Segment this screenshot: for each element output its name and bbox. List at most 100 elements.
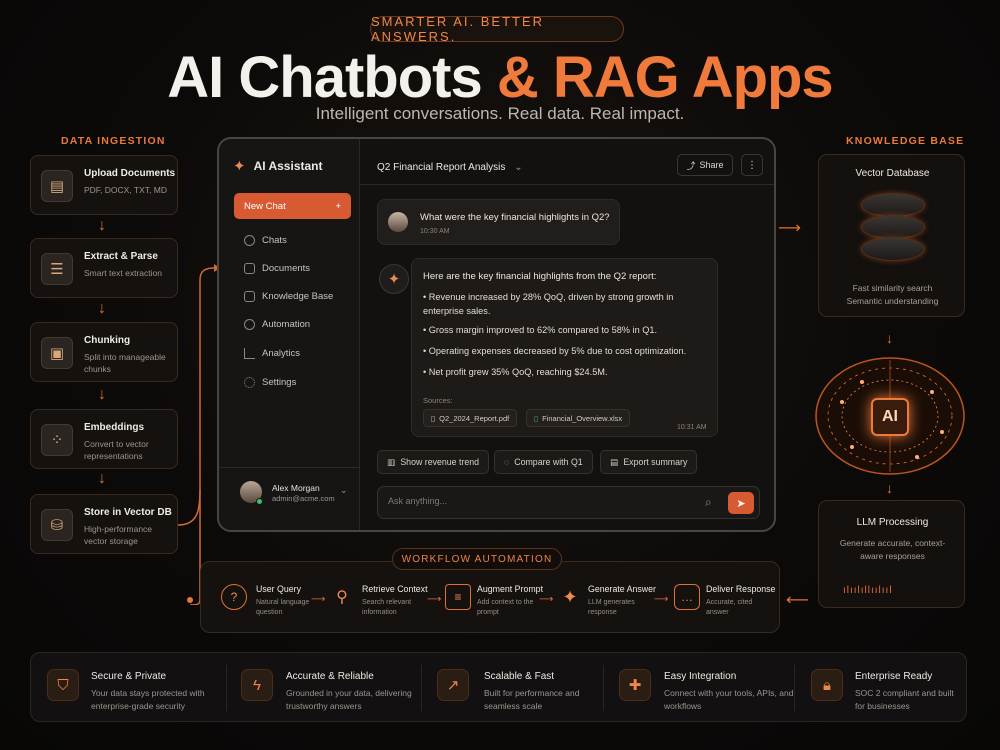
- divider: [421, 665, 422, 711]
- puzzle-icon: ✚: [619, 669, 651, 701]
- arrow-down-icon: ↓: [886, 480, 893, 496]
- kb-feature: Semantic understanding: [846, 296, 939, 306]
- arrow-down-icon: ↓: [98, 470, 106, 487]
- ingestion-label: DATA INGESTION: [61, 135, 166, 147]
- send-button[interactable]: ➤: [728, 492, 754, 514]
- feature-sub: Your data stays protected with enterpris…: [91, 688, 205, 711]
- suggestion-label: Export summary: [623, 457, 688, 467]
- bullet-text: Operating expenses decreased by 5% due t…: [428, 346, 687, 356]
- bullet-text: Gross margin improved to 62% compared to…: [428, 325, 658, 335]
- arrow-right-icon: ⟶: [778, 220, 801, 237]
- features-bar: ⛉ Secure & Private Your data stays prote…: [30, 652, 967, 722]
- more-options-button[interactable]: ⋮: [741, 154, 763, 176]
- document-icon: ▤: [610, 456, 619, 467]
- ai-brain-illustration: AI: [812, 352, 968, 484]
- send-icon: ➤: [736, 497, 746, 510]
- source-name: Financial_Overview.xlsx: [542, 413, 623, 423]
- sidebar-item-label: Knowledge Base: [262, 291, 334, 302]
- online-status-dot: [256, 498, 263, 505]
- vector-database-title: Vector Database: [855, 168, 930, 179]
- sidebar-item-automation[interactable]: Automation: [244, 319, 310, 330]
- chat-header: Q2 Financial Report Analysis ⌄ ⤴Share ⋮: [360, 139, 774, 185]
- workflow-step-sub: Accurate, cited answer: [706, 599, 753, 616]
- assistant-intro: Here are the key financial highlights fr…: [423, 271, 657, 282]
- suggestion-label: Show revenue trend: [400, 457, 480, 467]
- ingestion-step-title: Embeddings: [84, 422, 145, 433]
- feature-sub: Built for performance and seamless scale: [484, 688, 580, 711]
- suggestion-compare-q1[interactable]: ◌Compare with Q1: [494, 450, 593, 474]
- chat-input[interactable]: [388, 496, 688, 506]
- list-item: • Operating expenses decreased by 5% due…: [423, 346, 687, 356]
- ingestion-step-sub: Split into manageable chunks: [84, 352, 166, 374]
- ingestion-step-embeddings: ⁘ Embeddings Convert to vector represent…: [30, 409, 178, 469]
- llm-processing-title: LLM Processing: [856, 517, 929, 528]
- user-email: admin@acme.com: [272, 494, 335, 503]
- new-chat-label: New Chat: [244, 200, 286, 212]
- sidebar-item-documents[interactable]: Documents: [244, 263, 310, 274]
- page-subtitle: Intelligent conversations. Real data. Re…: [315, 104, 685, 123]
- brand: ✦ AI Assistant: [233, 157, 322, 175]
- arrow-left-icon: ⟵: [786, 592, 809, 609]
- ingestion-step-upload: ▤ Upload Documents PDF, DOCX, TXT, MD: [30, 155, 178, 215]
- paperclip-icon[interactable]: ⌕: [705, 495, 712, 509]
- page-title: AI Chatbots & RAG Apps: [0, 44, 1000, 111]
- ingestion-step-sub: High-performance vector storage: [84, 524, 153, 546]
- sidebar-item-analytics[interactable]: Analytics: [244, 348, 300, 359]
- embeddings-icon: ⁘: [41, 424, 73, 456]
- chat-input-container: ⌕ ➤: [377, 486, 760, 519]
- source-chip[interactable]: ▯Financial_Overview.xlsx: [526, 409, 631, 427]
- sidebar-item-settings[interactable]: Settings: [244, 377, 296, 388]
- suggestion-show-revenue-trend[interactable]: ▥ Show revenue trend: [377, 450, 490, 474]
- feature-sub: Connect with your tools, APIs, and workf…: [664, 688, 794, 711]
- message-timestamp: 10:31 AM: [677, 424, 707, 431]
- sidebar-item-knowledge-base[interactable]: Knowledge Base: [244, 291, 333, 302]
- message-timestamp: 10:30 AM: [420, 228, 450, 235]
- chat-icon: …: [674, 584, 700, 610]
- arrow-right-icon: ⟶: [539, 594, 554, 605]
- database-icon: ⛁: [41, 509, 73, 541]
- workflow-step-title: User Query: [256, 584, 301, 594]
- sidebar-item-label: Automation: [262, 319, 311, 330]
- user-message: What were the key financial highlights i…: [377, 199, 620, 245]
- arrow-down-icon: ↓: [98, 386, 106, 403]
- sidebar: ✦ AI Assistant New Chat + Chats Document…: [219, 139, 360, 530]
- workflow-step-title: Retrieve Context: [362, 584, 428, 594]
- feature-sub: SOC 2 compliant and built for businesses: [855, 688, 954, 711]
- suggestion-export-summary[interactable]: ▤ Export summary: [600, 450, 698, 474]
- new-chat-button[interactable]: New Chat +: [234, 193, 351, 219]
- sidebar-item-label: Settings: [262, 377, 297, 388]
- chat-icon: [244, 235, 255, 246]
- user-message-text: What were the key financial highlights i…: [420, 212, 610, 223]
- sidebar-item-label: Analytics: [262, 348, 301, 359]
- plus-icon: +: [335, 200, 341, 212]
- analytics-icon: [244, 348, 255, 359]
- sidebar-item-chats[interactable]: Chats: [244, 235, 287, 246]
- bullet-text: Net profit grew 35% QoQ, reaching $24.5M…: [428, 367, 608, 377]
- arrow-right-icon: ⟶: [654, 594, 669, 605]
- workflow-step-sub: Add context to the prompt: [477, 599, 534, 616]
- document-icon: ≡: [445, 584, 471, 610]
- workflow-step-sub: Search relevant information: [362, 599, 412, 616]
- user-profile[interactable]: Alex Morgan admin@acme.com ⌄: [240, 481, 352, 509]
- bullet-text: Revenue increased by 28% QoQ, driven by …: [423, 292, 674, 316]
- list-item: • Net profit grew 35% QoQ, reaching $24.…: [423, 367, 608, 377]
- spreadsheet-file-icon: ▯: [534, 413, 539, 423]
- chart-icon: ↗: [437, 669, 469, 701]
- workflow-step-title: Generate Answer: [588, 584, 656, 594]
- assistant-message: Here are the key financial highlights fr…: [411, 258, 718, 437]
- sparkle-icon: ✦: [233, 158, 246, 175]
- avatar: [388, 212, 408, 232]
- feature-title: Enterprise Ready: [855, 671, 933, 682]
- feature-title: Easy Integration: [664, 671, 737, 682]
- source-chip[interactable]: ▯Q2_2024_Report.pdf: [423, 409, 518, 427]
- tagline-pill: SMARTER AI. BETTER ANSWERS.: [370, 14, 624, 44]
- chevron-down-icon: ⌄: [514, 162, 523, 173]
- question-icon: ?: [221, 584, 247, 610]
- bar-chart-icon: ▥: [387, 456, 396, 467]
- share-button[interactable]: ⤴Share: [677, 154, 733, 176]
- divider: [794, 665, 795, 711]
- chat-title[interactable]: Q2 Financial Report Analysis ⌄: [377, 162, 523, 173]
- feature-title: Accurate & Reliable: [286, 671, 374, 682]
- llm-processing-card: LLM Processing Generate accurate, contex…: [818, 500, 965, 608]
- chunking-icon: ▣: [41, 337, 73, 369]
